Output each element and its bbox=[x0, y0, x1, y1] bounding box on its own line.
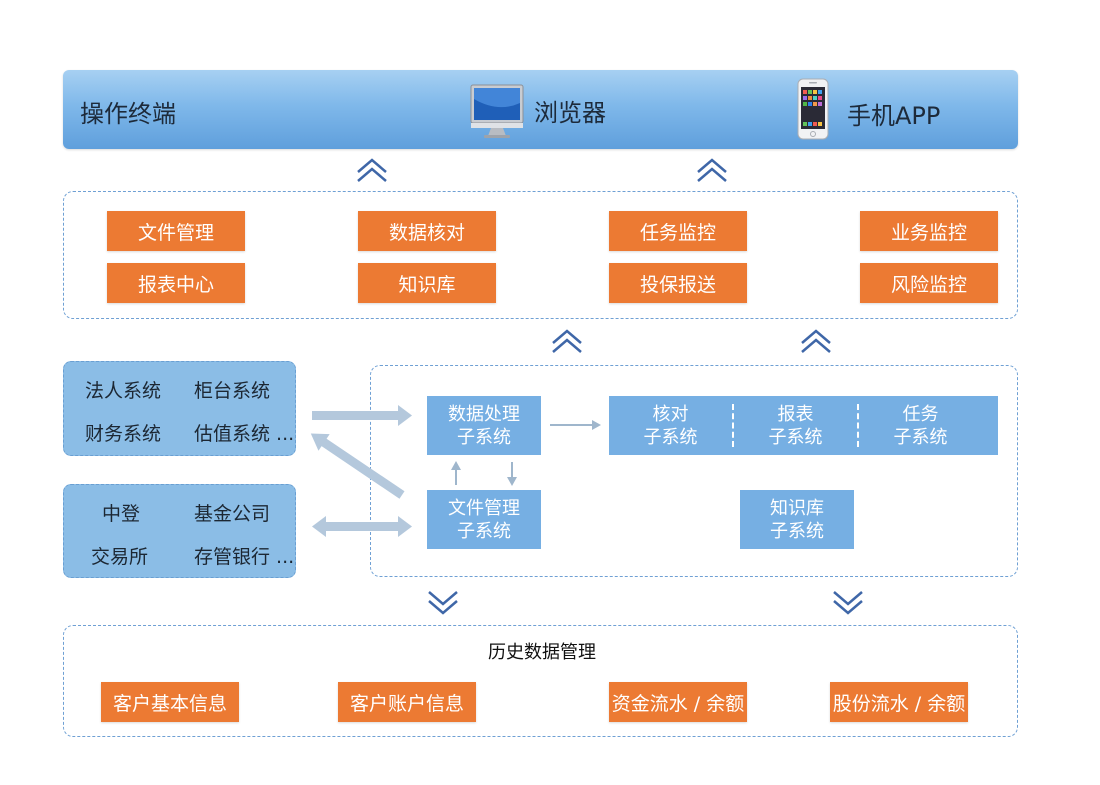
file-management-line2: 子系统 bbox=[457, 520, 511, 542]
valuation-system-label: 估值系统 ... bbox=[194, 423, 295, 445]
terminal-title: 操作终端 bbox=[80, 100, 176, 128]
knowledge-base-button[interactable]: 知识库 bbox=[358, 263, 496, 303]
history-data-panel bbox=[63, 625, 1018, 737]
segment-divider bbox=[857, 404, 859, 447]
processing-to-file-arrow bbox=[507, 462, 517, 486]
chevron-up-icon bbox=[801, 329, 831, 353]
function-panel bbox=[63, 191, 1018, 319]
exchange-label: 交易所 bbox=[91, 546, 149, 568]
inbound-arrow bbox=[312, 405, 412, 426]
report-subsystem[interactable]: 报表 子系统 bbox=[734, 396, 857, 455]
custodian-bank-label: 存管银行 ... bbox=[194, 546, 295, 568]
chevron-up-icon bbox=[697, 158, 727, 182]
history-title: 历史数据管理 bbox=[488, 642, 596, 663]
chevron-down-icon bbox=[428, 591, 458, 615]
chevron-up-icon bbox=[552, 329, 582, 353]
customer-basic-info-button[interactable]: 客户基本信息 bbox=[101, 682, 239, 722]
browser-label: 浏览器 bbox=[534, 99, 606, 127]
knowledge-base-line2: 子系统 bbox=[770, 520, 824, 542]
diagonal-arrow bbox=[310, 433, 405, 499]
fund-company-label: 基金公司 bbox=[194, 503, 271, 525]
share-flow-balance-button[interactable]: 股份流水 / 余额 bbox=[830, 682, 968, 722]
verification-line1: 核对 bbox=[652, 403, 689, 425]
terminal-bar bbox=[63, 70, 1018, 149]
data-processing-line2: 子系统 bbox=[457, 426, 511, 448]
file-management-button[interactable]: 文件管理 bbox=[107, 211, 245, 251]
business-monitoring-button[interactable]: 业务监控 bbox=[860, 211, 998, 251]
counter-system-label: 柜台系统 bbox=[194, 380, 271, 402]
bidirectional-arrow bbox=[312, 516, 412, 537]
external-systems-group-2 bbox=[63, 484, 296, 578]
data-verification-button[interactable]: 数据核对 bbox=[358, 211, 496, 251]
task-subsystem[interactable]: 任务 子系统 bbox=[859, 396, 982, 455]
business-subsystems-bar: 核对 子系统 报表 子系统 任务 子系统 bbox=[609, 396, 998, 455]
segment-divider bbox=[732, 404, 734, 447]
file-management-line1: 文件管理 bbox=[448, 497, 520, 519]
file-to-processing-arrow bbox=[451, 461, 461, 485]
finance-system-label: 财务系统 bbox=[85, 423, 162, 445]
chevron-up-icon bbox=[357, 158, 387, 182]
verification-line2: 子系统 bbox=[643, 426, 698, 448]
fund-flow-balance-button[interactable]: 资金流水 / 余额 bbox=[609, 682, 747, 722]
processing-to-business-arrow bbox=[550, 420, 601, 430]
mobile-app-label: 手机APP bbox=[847, 102, 941, 130]
external-systems-group-1 bbox=[63, 361, 296, 456]
legal-entity-system-label: 法人系统 bbox=[85, 380, 162, 402]
report-center-button[interactable]: 报表中心 bbox=[107, 263, 245, 303]
data-processing-line1: 数据处理 bbox=[448, 403, 520, 425]
knowledge-base-line1: 知识库 bbox=[770, 497, 824, 519]
customer-account-info-button[interactable]: 客户账户信息 bbox=[338, 682, 476, 722]
verification-subsystem[interactable]: 核对 子系统 bbox=[609, 396, 732, 455]
knowledge-base-subsystem[interactable]: 知识库 子系统 bbox=[740, 490, 854, 549]
monitor-icon bbox=[470, 84, 524, 138]
data-processing-subsystem[interactable]: 数据处理 子系统 bbox=[427, 396, 541, 455]
task-monitoring-button[interactable]: 任务监控 bbox=[609, 211, 747, 251]
report-line2: 子系统 bbox=[768, 426, 823, 448]
task-line1: 任务 bbox=[902, 403, 939, 425]
phone-icon bbox=[797, 78, 829, 140]
csdc-label: 中登 bbox=[102, 503, 141, 525]
report-line1: 报表 bbox=[777, 403, 814, 425]
chevron-down-icon bbox=[833, 591, 863, 615]
file-management-subsystem[interactable]: 文件管理 子系统 bbox=[427, 490, 541, 549]
insurance-report-button[interactable]: 投保报送 bbox=[609, 263, 747, 303]
task-line2: 子系统 bbox=[893, 426, 948, 448]
risk-monitoring-button[interactable]: 风险监控 bbox=[860, 263, 998, 303]
